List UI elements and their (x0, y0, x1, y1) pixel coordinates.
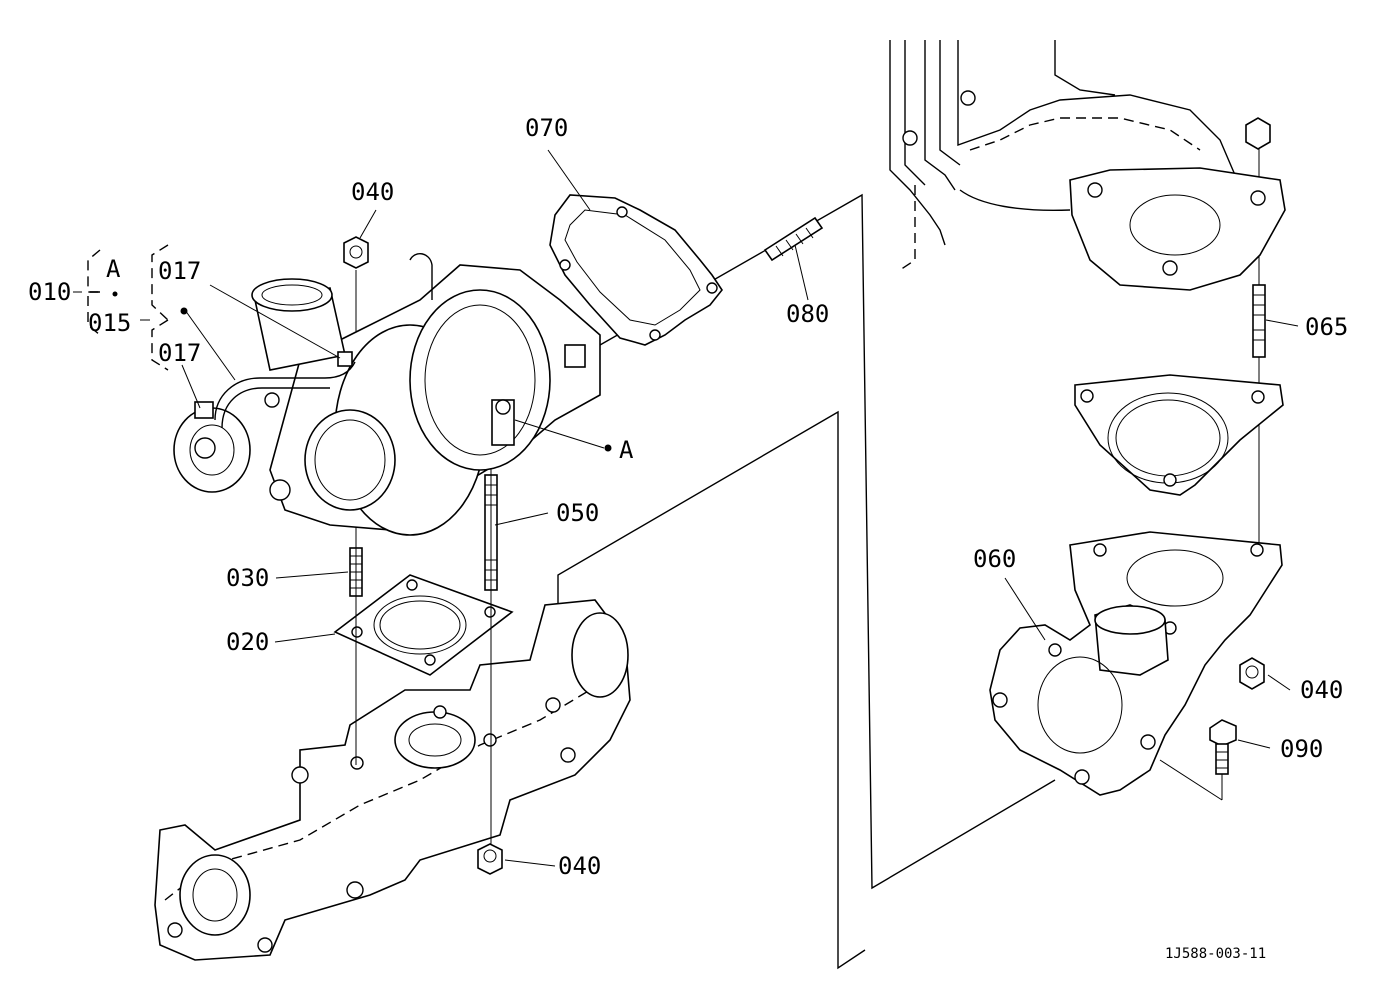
drawing-reference-number: 1J588-003-11 (1165, 946, 1266, 962)
callout-040-upper: 040 (351, 178, 394, 206)
callout-060: 060 (973, 545, 1016, 573)
nut-040-right (1239, 657, 1265, 690)
nut-040-lower (477, 843, 503, 875)
callout-065: 065 (1305, 313, 1348, 341)
group-brackets (87, 244, 612, 452)
mark-a-group: A (106, 255, 121, 283)
mark-a-turbo: A (619, 436, 634, 464)
exhaust-pipe-assembly (889, 40, 1286, 291)
elbow-060 (989, 531, 1283, 796)
callout-010: 010 (28, 278, 71, 306)
callout-labels: 010 015 017 017 A A 040 030 020 050 040 … (28, 114, 1348, 962)
gasket-020 (333, 574, 514, 676)
stud-080 (763, 216, 824, 262)
callout-090: 090 (1280, 735, 1323, 763)
gasket-triangular (1074, 374, 1284, 496)
callout-020: 020 (226, 628, 269, 656)
callout-017-upper: 017 (158, 257, 201, 285)
callout-015: 015 (88, 309, 131, 337)
gasket-070 (549, 194, 723, 346)
callout-040-lower: 040 (558, 852, 601, 880)
callout-080: 080 (786, 300, 829, 328)
callout-030: 030 (226, 564, 269, 592)
callout-040-right: 040 (1300, 676, 1343, 704)
nut-040-upper (343, 236, 369, 269)
callout-070: 070 (525, 114, 568, 142)
exhaust-manifold (154, 599, 631, 961)
callout-050: 050 (556, 499, 599, 527)
nut-top-right (1245, 117, 1271, 150)
stud-065 (1252, 284, 1266, 358)
turbocharger (173, 253, 601, 536)
bolt-090 (1209, 719, 1237, 775)
leader-lines (73, 149, 1299, 867)
callout-017-lower: 017 (158, 339, 201, 367)
